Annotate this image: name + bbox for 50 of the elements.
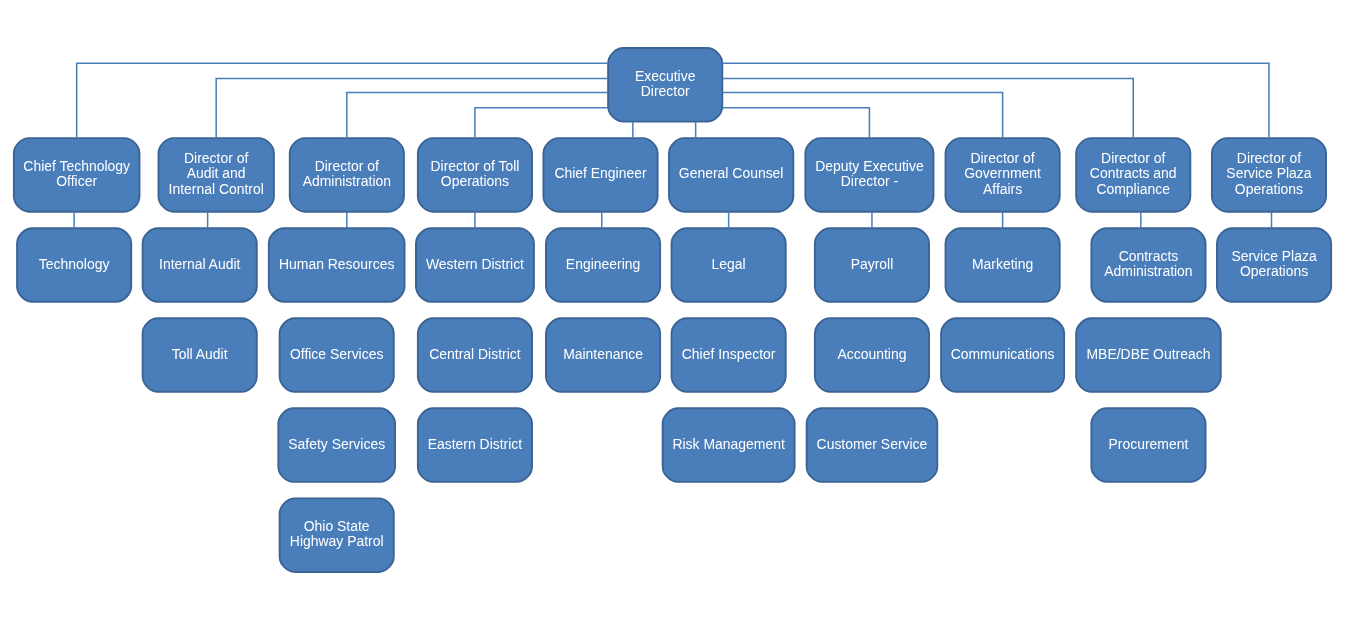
connector (1140, 210, 1142, 229)
node-box: Western District (415, 226, 535, 303)
node-box: MBE/DBE Outreach (1075, 316, 1222, 393)
node-box: Marketing (944, 226, 1061, 303)
node-box: Internal Audit (141, 226, 258, 303)
connector (632, 120, 634, 139)
node-box: Service Plaza Operations (1216, 226, 1333, 303)
node-box: Risk Management (661, 406, 796, 483)
connector (721, 106, 871, 138)
node-box: Chief Engineer (542, 136, 659, 213)
node-box: Director of Contracts and Compliance (1075, 136, 1192, 213)
node-box: Office Services (278, 316, 395, 393)
node-box: Communications (940, 316, 1066, 393)
node-box: Human Resources (267, 226, 406, 303)
node-box: Executive Director (607, 46, 724, 123)
node-box: Customer Service (805, 406, 939, 483)
node-box: Ohio State Highway Patrol (278, 496, 395, 573)
connector (73, 210, 75, 229)
node-box: Director of Service Plaza Operations (1210, 136, 1327, 213)
node-box: Chief Inspector (670, 316, 787, 393)
node-box: Engineering (545, 226, 662, 303)
connector (601, 210, 603, 229)
node-box: Eastern District (416, 406, 533, 483)
node-box: Director of Toll Operations (416, 136, 533, 213)
node-box: Technology (16, 226, 133, 303)
node-box: Chief Technology Officer (12, 136, 141, 213)
connector (75, 62, 609, 138)
connector (215, 77, 609, 139)
node-box: Director of Government Affairs (944, 136, 1061, 213)
node-box: Safety Services (277, 406, 396, 483)
node-box: Legal (670, 226, 787, 303)
node-box: Toll Audit (141, 316, 258, 393)
node-box: General Counsel (668, 136, 795, 213)
node-box: Director of Audit and Internal Control (157, 136, 275, 213)
node-box: Procurement (1090, 406, 1207, 483)
node-box: Payroll (813, 226, 930, 303)
node-box: Deputy Executive Director - (804, 136, 935, 213)
node-box: Central District (416, 316, 533, 393)
node-box: Maintenance (545, 316, 662, 393)
node-box: Contracts Administration (1090, 226, 1207, 303)
connector (474, 210, 476, 229)
connector (346, 91, 609, 139)
node-box: Director of Administration (288, 136, 405, 213)
connector (721, 91, 1004, 139)
node-box: Accounting (813, 316, 930, 393)
connector (871, 210, 873, 229)
connector (721, 77, 1134, 139)
connector (721, 62, 1270, 138)
connector (474, 106, 609, 138)
connector (346, 210, 348, 229)
